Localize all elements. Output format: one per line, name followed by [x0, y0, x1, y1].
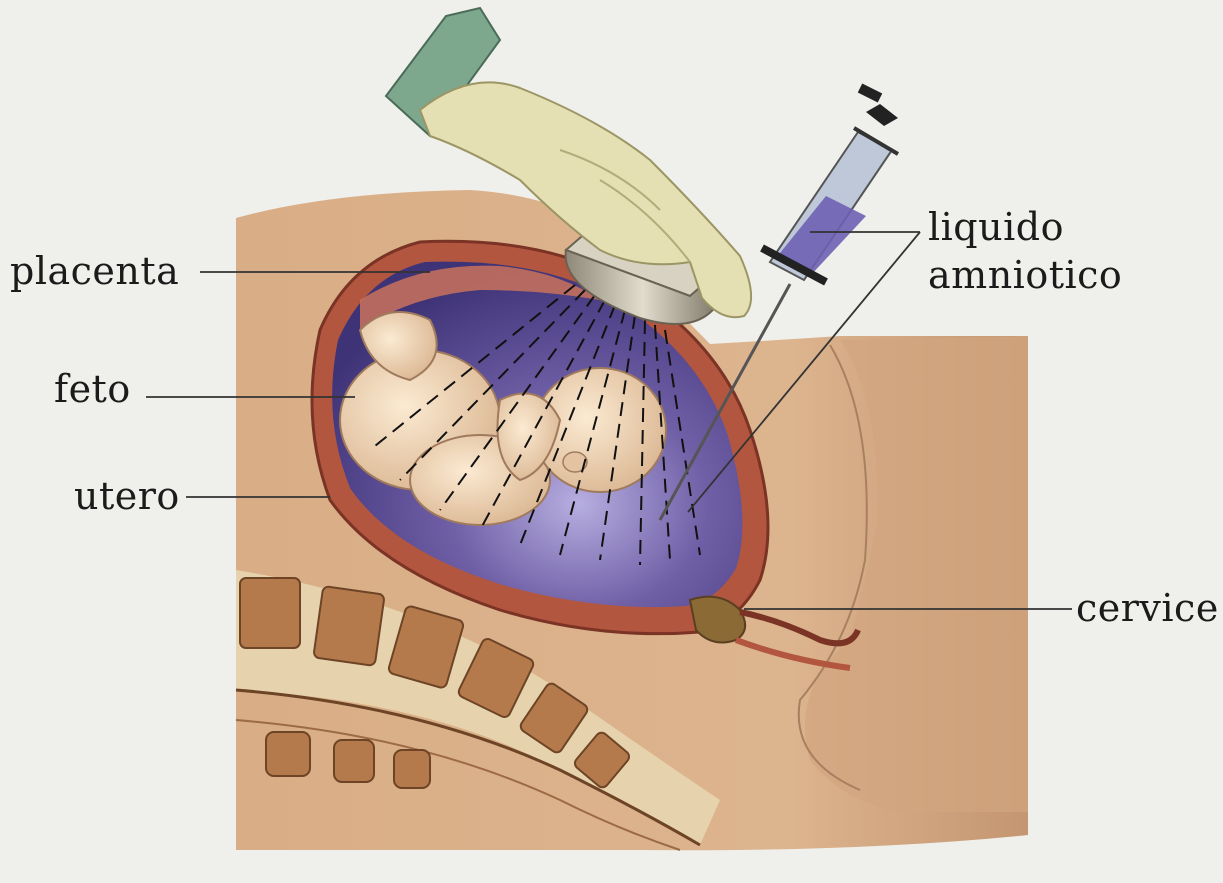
label-placenta: placenta — [10, 252, 179, 290]
label-cervice: cervice — [1076, 589, 1219, 627]
label-liquido-line1: liquido — [928, 208, 1064, 246]
label-utero: utero — [74, 477, 180, 515]
label-liquido-line2: amniotico — [928, 256, 1122, 294]
label-feto: feto — [54, 370, 131, 408]
